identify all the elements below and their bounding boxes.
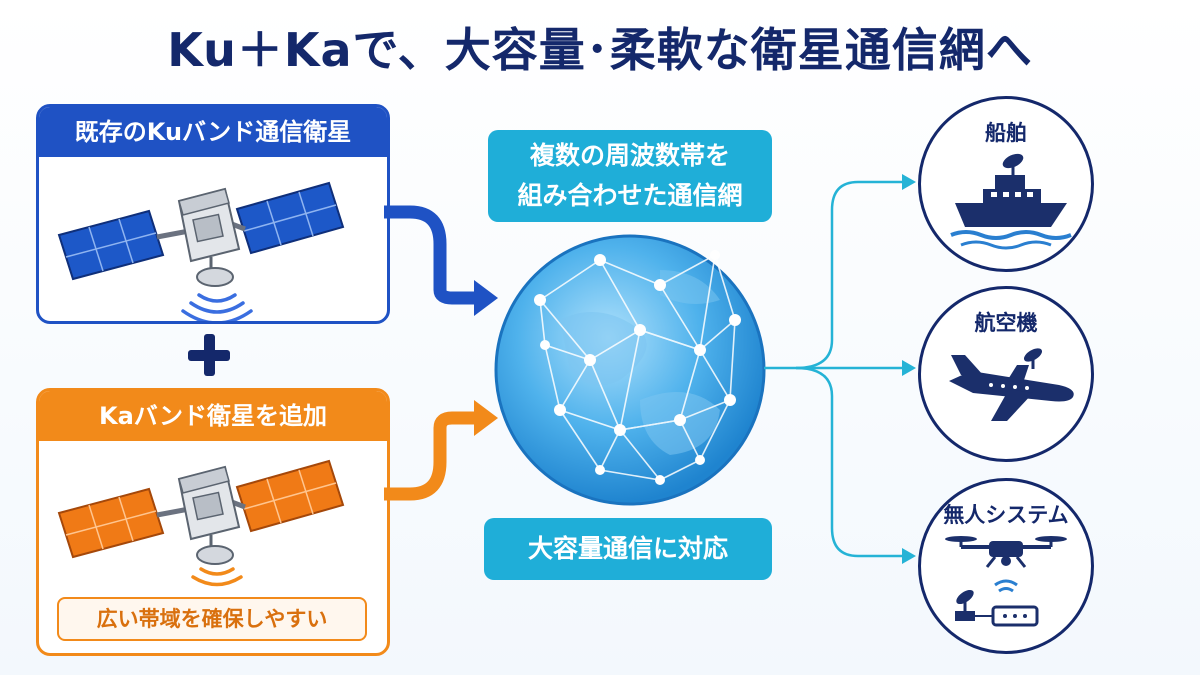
ka-bandwidth-note: 広い帯域を確保しやすい: [57, 597, 367, 641]
ka-satellite-card: Kaバンド衛星を追加 広い帯域を確保しやすい: [36, 388, 390, 656]
ka-card-header: Kaバンド衛星を追加: [39, 391, 387, 441]
target-connectors: [764, 180, 904, 558]
network-label: 複数の周波数帯を 組み合わせた通信網: [488, 130, 772, 222]
target-arrowhead: [902, 174, 916, 190]
drone-icon: [945, 536, 1067, 627]
globe-network-icon: [494, 234, 766, 506]
ka-arrowhead: [474, 400, 498, 436]
ku-card-header: 既存のKuバンド通信衛星: [39, 107, 387, 157]
ship-icon: [950, 153, 1072, 250]
page-title: Ku＋Kaで、大容量･柔軟な衛星通信網へ: [167, 23, 1033, 77]
capacity-label: 大容量通信に対応: [484, 518, 772, 580]
ka-satellite-icon: [57, 459, 345, 587]
target-aircraft: 航空機: [918, 286, 1094, 462]
target-ship: 船舶: [918, 96, 1094, 272]
target-unmanned: 無人システム: [918, 478, 1094, 654]
ka-arrow: [384, 411, 476, 501]
ku-satellite-card: 既存のKuバンド通信衛星: [36, 104, 390, 324]
target-arrowhead: [902, 548, 916, 564]
network-label-line1: 複数の周波数帯を: [529, 141, 730, 170]
ku-satellite-icon: [57, 181, 345, 321]
target-label-aircraft: 航空機: [974, 311, 1038, 335]
network-label-line2: 組み合わせた通信網: [517, 181, 743, 210]
target-label-ship: 船舶: [985, 121, 1027, 145]
target-arrowhead: [902, 360, 916, 376]
ku-arrowhead: [474, 280, 498, 316]
airplane-icon: [949, 348, 1074, 421]
target-label-unmanned: 無人システム: [943, 503, 1069, 527]
ku-arrow: [384, 205, 476, 305]
plus-icon: [186, 332, 232, 378]
